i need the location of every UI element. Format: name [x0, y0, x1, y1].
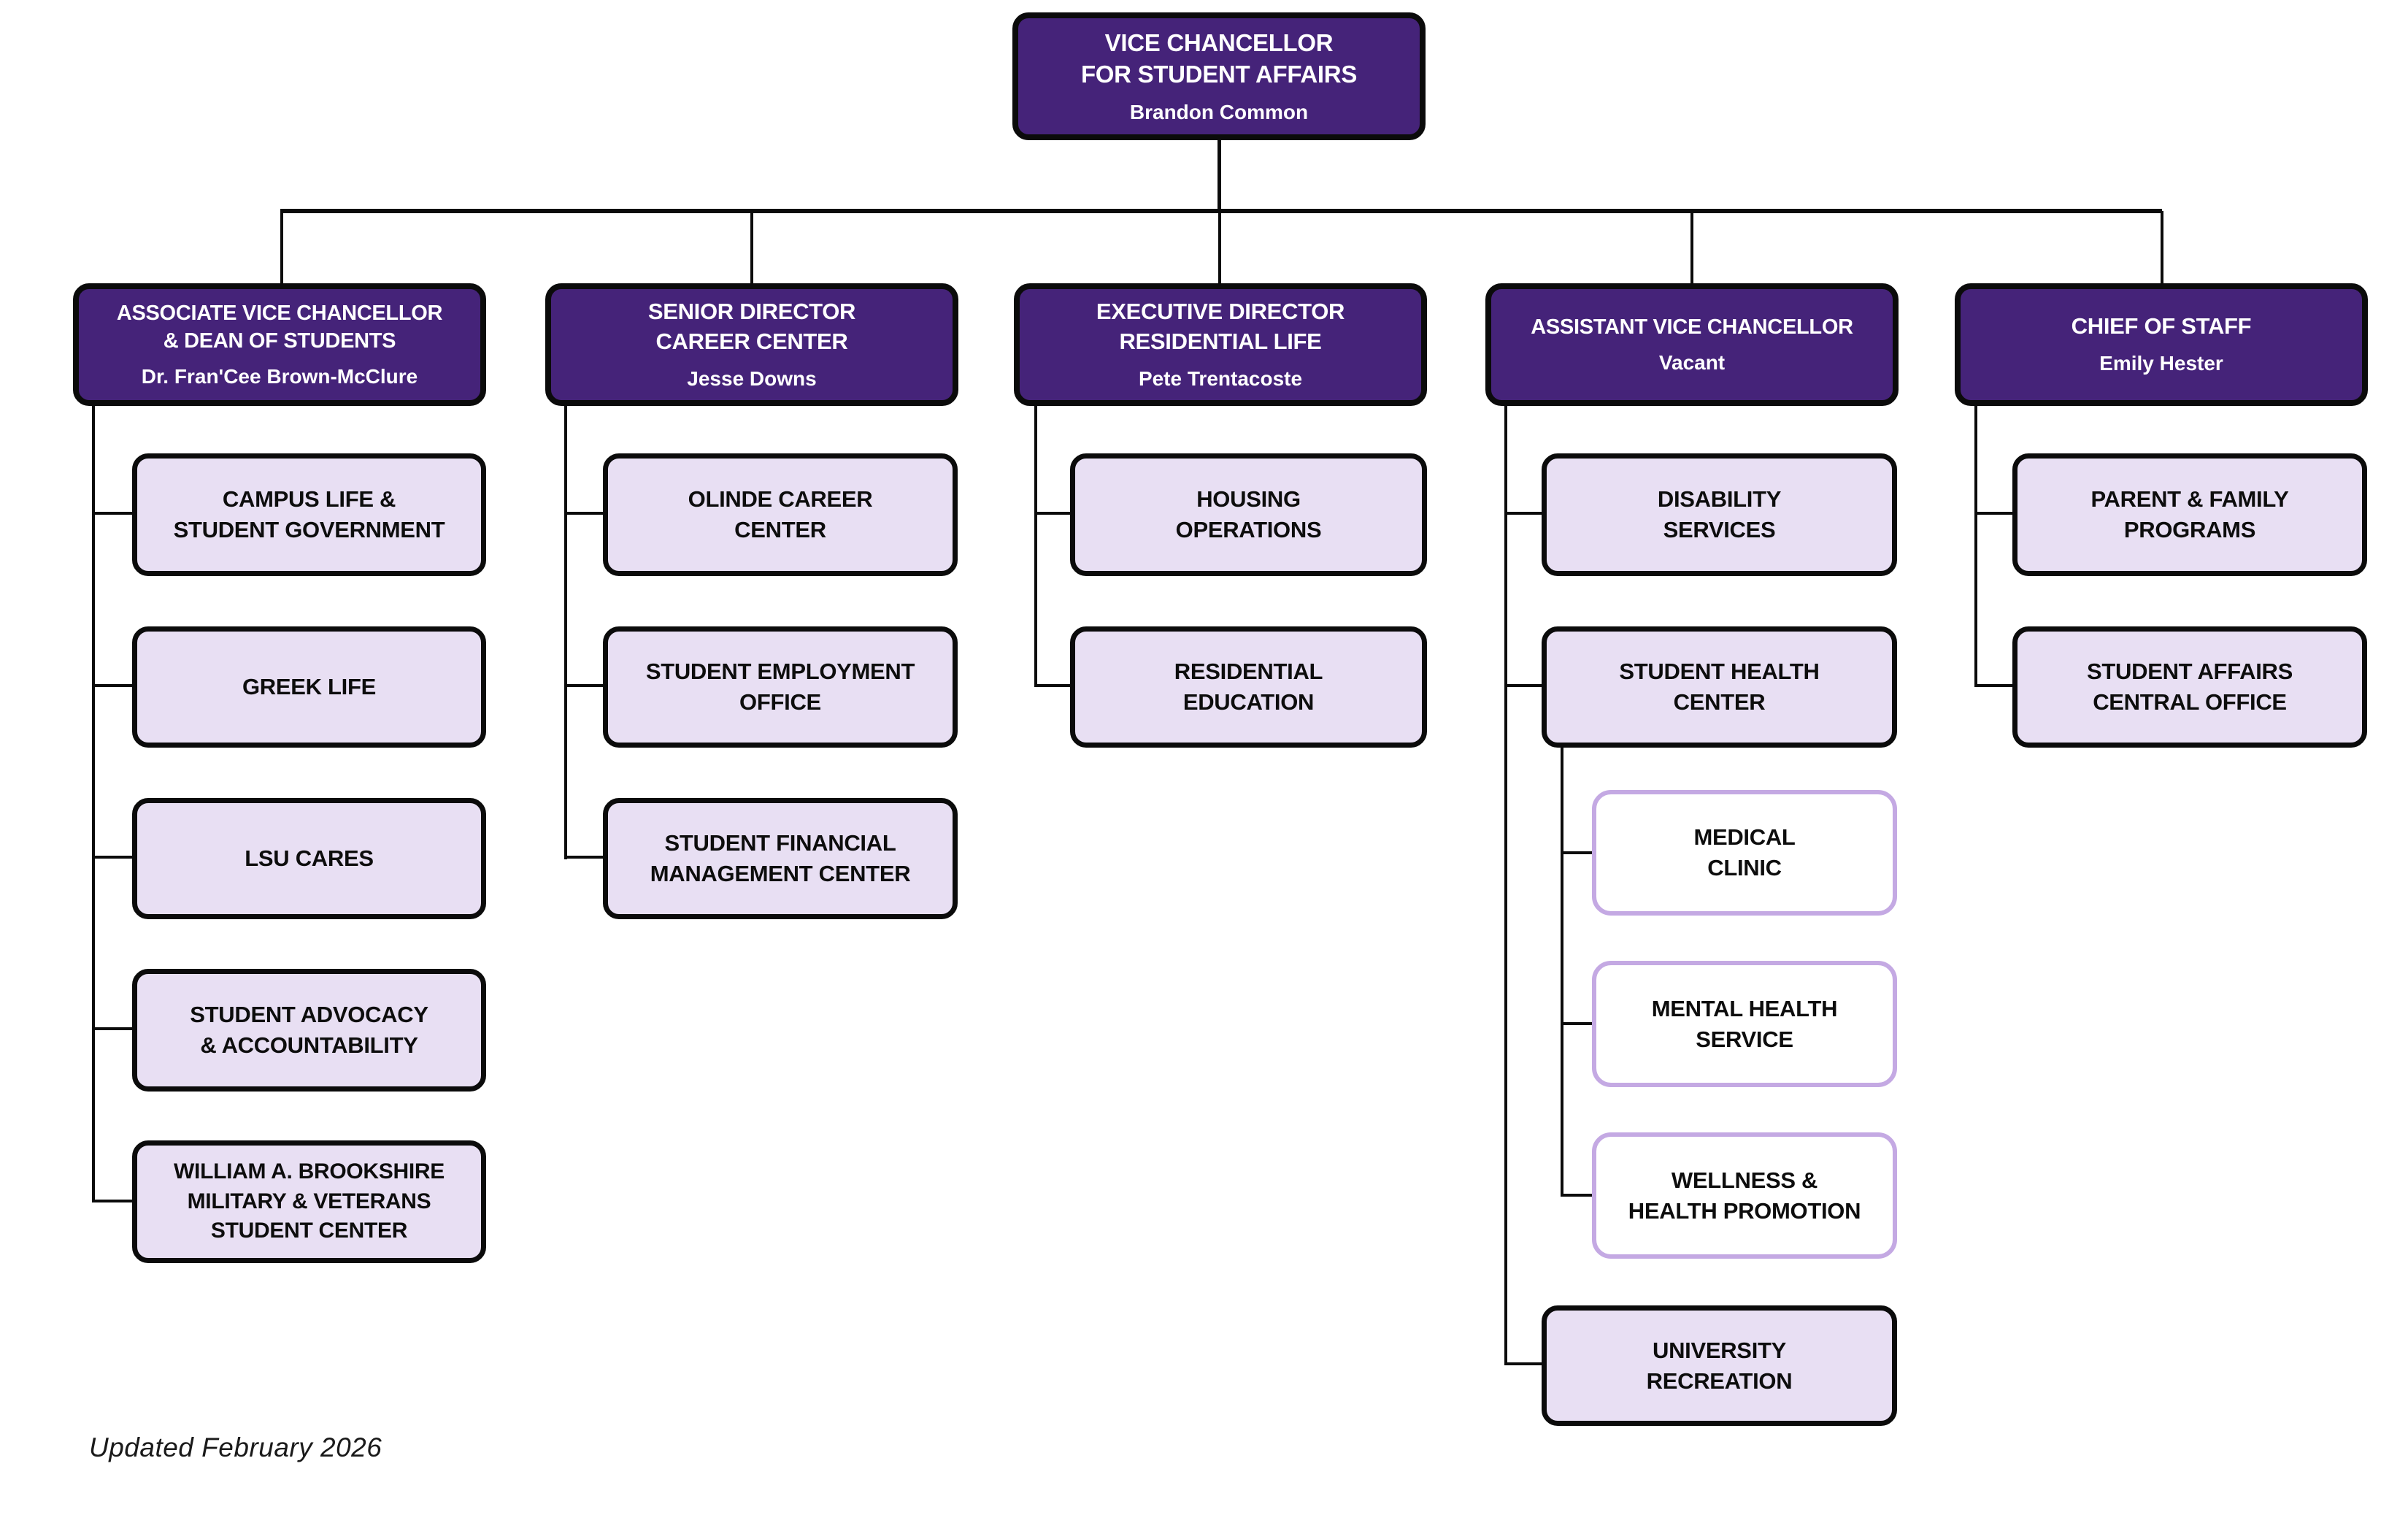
connector-stub [1504, 684, 1542, 687]
header-box-dean-of-students: ASSOCIATE VICE CHANCELLOR & DEAN OF STUD… [73, 283, 486, 406]
connector-stub [92, 856, 132, 859]
connector-stub [1561, 1022, 1592, 1025]
child-box-lsu-cares: LSU CARES [132, 798, 486, 919]
box-label: LSU CARES [245, 845, 374, 872]
connector-spine-col5 [1974, 404, 1977, 687]
box-name: Vacant [1658, 350, 1726, 374]
connector-drop-col3 [1218, 211, 1221, 283]
connector-stub [1504, 512, 1542, 515]
connector-stub [1974, 684, 2012, 687]
box-label: HOUSING OPERATIONS [1175, 486, 1322, 542]
child-box-student-employment-office: STUDENT EMPLOYMENT OFFICE [603, 626, 958, 748]
connector-spine-col1 [92, 404, 95, 1202]
box-label: STUDENT HEALTH CENTER [1619, 659, 1820, 715]
child-box-student-health-center: STUDENT HEALTH CENTER [1542, 626, 1897, 748]
box-title: SENIOR DIRECTOR CAREER CENTER [647, 298, 856, 354]
child-box-student-financial-management-center: STUDENT FINANCIAL MANAGEMENT CENTER [603, 798, 958, 919]
box-label: PARENT & FAMILY PROGRAMS [2090, 486, 2289, 542]
box-label: GREEK LIFE [242, 674, 376, 700]
connector-stub [1561, 851, 1592, 854]
box-label: STUDENT ADVOCACY & ACCOUNTABILITY [190, 1002, 428, 1058]
box-label: CAMPUS LIFE & STUDENT GOVERNMENT [173, 486, 445, 542]
child-box-residential-education: RESIDENTIAL EDUCATION [1070, 626, 1427, 748]
header-box-residential-life: EXECUTIVE DIRECTOR RESIDENTIAL LIFE Pete… [1014, 283, 1427, 406]
header-box-assistant-vice-chancellor: ASSISTANT VICE CHANCELLOR Vacant [1485, 283, 1899, 406]
box-label: STUDENT FINANCIAL MANAGEMENT CENTER [650, 830, 911, 886]
box-name: Emily Hester [2099, 352, 2223, 375]
child-box-student-advocacy-accountability: STUDENT ADVOCACY & ACCOUNTABILITY [132, 969, 486, 1092]
connector-stub [1561, 1194, 1592, 1197]
box-title: ASSISTANT VICE CHANCELLOR [1531, 315, 1853, 339]
updated-date-note: Updated February 2026 [89, 1432, 382, 1462]
box-label: WILLIAM A. BROOKSHIRE MILITARY & VETERAN… [174, 1159, 445, 1243]
connector-spine-col3 [1034, 404, 1037, 687]
connector-stub [1034, 512, 1070, 515]
connector-stub [92, 1027, 132, 1030]
box-name: Pete Trentacoste [1138, 367, 1303, 390]
connector-stub [564, 684, 603, 687]
root-box-vice-chancellor: VICE CHANCELLOR FOR STUDENT AFFAIRS Bran… [1012, 12, 1426, 140]
box-name: Jesse Downs [687, 367, 817, 390]
connector-stub [564, 856, 603, 859]
child-box-campus-life-student-government: CAMPUS LIFE & STUDENT GOVERNMENT [132, 453, 486, 576]
connector-drop-col1 [280, 211, 283, 283]
box-title: EXECUTIVE DIRECTOR RESIDENTIAL LIFE [1096, 298, 1345, 354]
box-label: OLINDE CAREER CENTER [688, 486, 873, 542]
box-label: MENTAL HEALTH SERVICE [1651, 995, 1838, 1052]
subchild-box-medical-clinic: MEDICAL CLINIC [1592, 790, 1897, 916]
child-box-olinde-career-center: OLINDE CAREER CENTER [603, 453, 958, 576]
child-box-university-recreation: UNIVERSITY RECREATION [1542, 1305, 1897, 1426]
connector-stub [1974, 512, 2012, 515]
connector-stub [564, 512, 603, 515]
box-title: VICE CHANCELLOR FOR STUDENT AFFAIRS [1080, 28, 1358, 88]
box-name: Brandon Common [1129, 100, 1309, 123]
connector-drop-col4 [1690, 211, 1693, 283]
box-label: UNIVERSITY RECREATION [1646, 1337, 1793, 1394]
child-box-military-veterans-student-center: WILLIAM A. BROOKSHIRE MILITARY & VETERAN… [132, 1140, 486, 1263]
connector-stub [92, 684, 132, 687]
header-box-chief-of-staff: CHIEF OF STAFF Emily Hester [1955, 283, 2368, 406]
connector-drop-col2 [750, 211, 753, 283]
child-box-student-affairs-central-office: STUDENT AFFAIRS CENTRAL OFFICE [2012, 626, 2367, 748]
connector-drop-col5 [2161, 211, 2163, 283]
connector-stub [92, 1200, 132, 1202]
box-label: STUDENT EMPLOYMENT OFFICE [645, 659, 915, 715]
connector-spine-col2 [564, 404, 567, 859]
connector-root-drop [1218, 140, 1221, 210]
child-box-housing-operations: HOUSING OPERATIONS [1070, 453, 1427, 576]
box-label: WELLNESS & HEALTH PROMOTION [1628, 1167, 1861, 1224]
connector-main-horizontal [280, 209, 2162, 213]
child-box-greek-life: GREEK LIFE [132, 626, 486, 748]
box-title: CHIEF OF STAFF [2071, 313, 2252, 339]
box-title: ASSOCIATE VICE CHANCELLOR & DEAN OF STUD… [116, 301, 443, 353]
box-label: STUDENT AFFAIRS CENTRAL OFFICE [2087, 659, 2293, 715]
box-label: MEDICAL CLINIC [1693, 824, 1796, 881]
connector-stub [1034, 684, 1070, 687]
child-box-disability-services: DISABILITY SERVICES [1542, 453, 1897, 576]
connector-subspine-student-health [1561, 748, 1563, 1197]
header-box-career-center: SENIOR DIRECTOR CAREER CENTER Jesse Down… [545, 283, 958, 406]
connector-spine-col4 [1504, 404, 1507, 1365]
box-label: DISABILITY SERVICES [1657, 486, 1782, 542]
connector-stub [92, 512, 132, 515]
child-box-parent-family-programs: PARENT & FAMILY PROGRAMS [2012, 453, 2367, 576]
box-label: RESIDENTIAL EDUCATION [1174, 659, 1323, 715]
subchild-box-wellness-health-promotion: WELLNESS & HEALTH PROMOTION [1592, 1132, 1897, 1259]
box-name: Dr. Fran'Cee Brown-McClure [141, 365, 418, 388]
subchild-box-mental-health-service: MENTAL HEALTH SERVICE [1592, 961, 1897, 1087]
connector-stub [1504, 1362, 1542, 1365]
